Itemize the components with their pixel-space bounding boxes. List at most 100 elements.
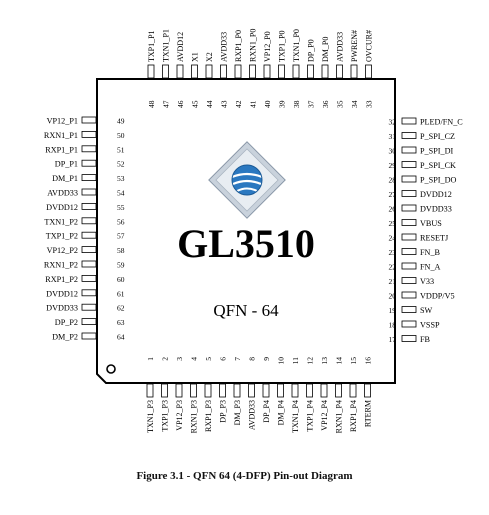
pin-pad	[175, 383, 183, 398]
pin-number: 53	[117, 174, 125, 183]
pin-name: DM_P2	[52, 333, 78, 342]
pin-name: VP12_P0	[263, 31, 272, 62]
pin-name: DP_P3	[219, 400, 228, 423]
pin-pad	[81, 289, 97, 297]
pin-number: 7	[233, 357, 242, 361]
pin-number: 32	[389, 118, 397, 127]
pin-name: RXN1_P0	[249, 29, 258, 62]
pin-pad	[81, 188, 97, 196]
pin-number: 18	[389, 321, 397, 330]
chip-body	[96, 78, 396, 384]
pin-pad	[81, 217, 97, 225]
pin-number: 9	[262, 357, 271, 361]
pin-pad	[401, 277, 417, 284]
pin-pad	[81, 202, 97, 210]
pin-pad	[350, 64, 358, 79]
pin-pad	[401, 175, 417, 183]
pin-number: 57	[117, 232, 125, 241]
pin-pad	[401, 117, 417, 125]
pin-name: RXP1_P4	[349, 400, 358, 432]
pin-name: AVDD33	[336, 32, 345, 62]
pin-number: 5	[204, 357, 213, 361]
pin-pad	[81, 130, 97, 138]
pin-name: DVDD33	[420, 205, 452, 214]
pin-name: DVDD12	[46, 203, 78, 212]
pin-number: 54	[117, 189, 125, 198]
pin-name: DM_P4	[277, 400, 286, 425]
package-label: QFN - 64	[213, 301, 279, 320]
pin-pad	[205, 64, 213, 79]
pin-number: 40	[263, 100, 272, 108]
pin-name: RESETJ	[420, 234, 449, 243]
pin-name: AVDD33	[47, 189, 78, 198]
pin-number: 49	[117, 117, 125, 126]
pin-name: VP12_P4	[320, 400, 329, 431]
pin-name: FB	[420, 335, 431, 344]
pin-pad	[162, 64, 169, 79]
figure-caption: Figure 3.1 - QFN 64 (4-DFP) Pin-out Diag…	[136, 470, 353, 482]
pin-number: 8	[248, 357, 257, 361]
pin-name: PLED/FN_C	[420, 118, 463, 127]
pin-pad	[249, 64, 256, 79]
pin-number: 50	[117, 131, 125, 140]
pin-name: VP12_P1	[47, 117, 78, 126]
pin-name: TXP1_P4	[306, 400, 315, 432]
pin-pad	[365, 64, 372, 79]
pin-number: 48	[147, 100, 156, 108]
pin-pad	[191, 64, 198, 79]
pin-number: 63	[117, 318, 125, 327]
pin-pad	[291, 383, 299, 398]
pin-name: TXP1_P1	[147, 30, 156, 62]
pin-number: 19	[389, 306, 397, 315]
pin-name: TXN1_P2	[44, 217, 78, 226]
pin-pad	[335, 383, 342, 398]
pin-name: DM_P0	[321, 37, 330, 62]
pin-pad	[176, 64, 184, 79]
pin-number: 13	[320, 357, 329, 365]
pin-pad	[401, 248, 417, 255]
pin-pad	[81, 246, 97, 254]
pin-number: 3	[175, 357, 184, 361]
pin-name: VDDP/V5	[420, 292, 455, 301]
pin-pad	[81, 318, 97, 326]
pin-pad	[147, 64, 155, 79]
pin-pad	[146, 383, 154, 398]
pin-pad	[401, 161, 417, 168]
pin-number: 31	[389, 132, 397, 141]
pin-pad	[81, 159, 97, 167]
pin-name: DP_P0	[307, 39, 316, 62]
pin-number: 33	[365, 100, 374, 108]
pin-pad	[401, 233, 417, 241]
pin-name: TXN1_P4	[291, 400, 300, 433]
pin-pad	[81, 260, 97, 268]
pin-number: 17	[389, 335, 397, 344]
pin-name: VSSP	[420, 321, 440, 330]
pin-number: 38	[292, 100, 301, 108]
pin-pad	[401, 146, 417, 154]
pin-name: V33	[420, 277, 434, 286]
pin-name: P_SPI_CK	[420, 161, 456, 170]
pin-name: DP_P4	[262, 400, 271, 423]
pin-pad	[349, 383, 357, 398]
pin-number: 15	[349, 357, 358, 365]
pin-name: DP_P2	[55, 318, 78, 327]
pin-number: 62	[117, 304, 125, 313]
pin-pad	[307, 64, 314, 79]
pin-pad	[81, 116, 97, 124]
pin-name: DP_P1	[55, 160, 78, 169]
pin-number: 41	[249, 100, 258, 108]
pin-pad	[292, 64, 300, 79]
pin-pad	[161, 383, 168, 398]
pin-name: FN_B	[420, 248, 441, 257]
pin-number: 34	[350, 100, 359, 108]
pin-name: X2	[205, 52, 214, 62]
pin-name: RXP1_P1	[45, 145, 78, 154]
pin-number: 27	[389, 190, 397, 199]
pin-pad	[401, 306, 417, 313]
pin-number: 2	[161, 357, 170, 361]
pin-pad	[204, 383, 212, 398]
pin-name: RXP1_P2	[45, 275, 78, 284]
pin-number: 37	[307, 100, 316, 108]
pin-name: RXN1_P1	[44, 131, 78, 140]
